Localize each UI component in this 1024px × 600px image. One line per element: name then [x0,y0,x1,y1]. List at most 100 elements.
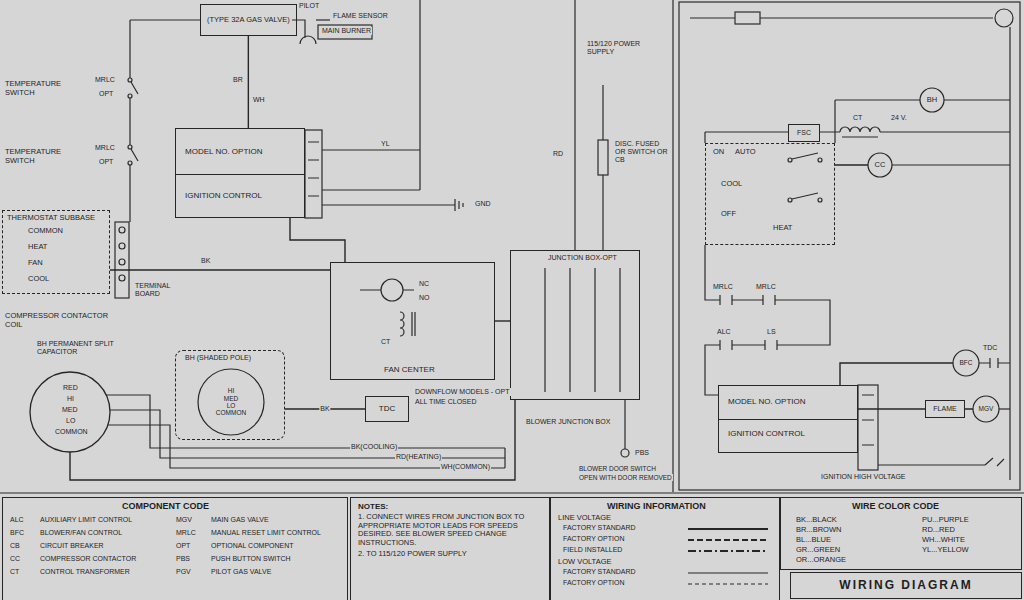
wire-line [305,130,322,218]
wire-color-table: WIRE COLOR CODEBK...BLACKBR...BROWNBL...… [780,497,1022,570]
node-text: BR...BROWN [795,526,842,535]
table-heading: NOTES: [357,502,389,511]
gas-valve: (TYPE 32A GAS VALVE) [200,4,297,36]
wire-line [129,20,130,222]
wire-color-label: BK [319,405,330,413]
circle-outline [868,153,892,177]
notes-box: NOTES:1. CONNECT WIRES FROM JUNCTION BOX… [350,497,550,600]
node-text: COMPRESSOR CONTACTOR [39,555,137,563]
node-text: FAN CENTER [383,365,436,374]
wire-line [842,136,878,137]
wire-line [119,243,125,249]
wire-line [878,458,1004,466]
node-text: PUSH BUTTON SWITCH [210,555,292,563]
line-sample [688,584,768,585]
wire-line [128,94,132,98]
wire-line [788,198,792,202]
diagram-label: CT [380,338,391,346]
wire-line [792,153,818,159]
wire-connector [290,218,345,262]
wire-line [119,259,125,265]
node-text: (TYPE 32A GAS VALVE) [206,16,291,25]
node-text: CB [9,542,21,550]
flame-sensor-box: FLAME [925,400,965,418]
diagram-label: NC [418,280,430,288]
diagram-label: MRLC [94,144,116,152]
wire-line [115,222,129,298]
node-text: CONTROL TRANSFORMER [39,568,131,576]
node-text: MED [61,406,79,414]
legend-entry: FACTORY STANDARD [562,524,772,534]
node-text: IGNITION CONTROL [184,191,263,200]
divider-line [719,419,857,420]
diagram-label: 24 V. [890,114,908,122]
wire-line [858,385,878,470]
wire-line [720,295,777,350]
node-text: BLOWER/FAN CONTROL [39,529,123,537]
diagram-label: OPEN WITH DOOR REMOVED [578,474,673,481]
diagram-label: COMPRESSOR CONTACTOR COIL [4,312,116,329]
diagram-label: IGNITION HIGH VOLTAGE [820,473,907,481]
wire-line [300,36,316,44]
diagram-label: ALC [716,328,732,336]
wire-line [131,82,138,94]
node-text: PILOT GAS VALVE [210,568,272,576]
wire-line [1009,27,1010,480]
blower-relay: BH [920,88,944,112]
wire-line [979,358,1010,368]
diagram-label: MRLC [755,283,777,291]
legend-text: FIELD INSTALLED [562,546,623,553]
node-text: OR...ORANGE [795,556,847,565]
node-text: CT [9,568,20,576]
node-text: IGNITION CONTROL [727,429,806,438]
ignition-control: MODEL NO. OPTIONIGNITION CONTROL [718,385,858,453]
node-text: PGV [175,568,192,576]
wire-line [106,395,505,468]
diagram-label: BLOWER JUNCTION BOX [525,418,611,426]
node-text: COOL [720,180,743,189]
diagram-label: NO [418,294,431,302]
legend-text: FACTORY STANDARD [562,524,637,531]
node-text: MGV [175,516,193,524]
table-heading: WIRING INFORMATION [606,501,707,511]
legend-entry: FACTORY STANDARD [562,568,772,578]
wire-line [130,19,200,20]
line-sample [686,524,770,534]
node-text: COMMON [27,227,64,236]
node-text: MED [223,395,239,402]
wire-line [621,449,629,457]
wire-line [0,492,1024,493]
tdc-box: TDC [365,396,409,422]
wire-line [840,127,880,132]
node-text: MANUAL RESET LIMIT CONTROL [210,529,322,537]
diagram-label: TEMPERATURE SWITCH [4,148,86,165]
wire-line [818,198,822,202]
wire-connector [70,400,515,480]
node-text: AUTO [734,148,757,157]
wire-line [545,268,620,392]
wire-line [128,161,132,165]
wire-line [412,312,415,336]
title-block: WIRING DIAGRAM [790,572,1022,599]
node-text: BH PERMANENT SPLIT CAPACITOR [36,340,138,356]
wire-connector [110,269,330,270]
wire-line [999,408,1010,409]
wire-connector [858,408,925,409]
line-sample [688,539,768,541]
node-text: RED [62,384,79,392]
node-text: RD...RED [921,526,956,535]
node-text: COOL [27,275,50,284]
node-text: CC [9,555,21,563]
node-text: JUNCTION BOX-OPT [547,254,618,262]
legend-text: FACTORY OPTION [562,535,625,542]
wire-connector [495,320,510,321]
psc-motor: BH PERMANENT SPLIT CAPACITORREDHIMEDLOCO… [8,340,143,452]
node-text: BK...BLACK [795,516,838,525]
wire-line [788,158,792,162]
motor-outline [30,372,110,452]
node-text: BH [926,96,938,105]
junction-box: JUNCTION BOX-OPT [510,250,640,400]
node-text: THERMOSTAT SUBBASE [6,214,96,223]
